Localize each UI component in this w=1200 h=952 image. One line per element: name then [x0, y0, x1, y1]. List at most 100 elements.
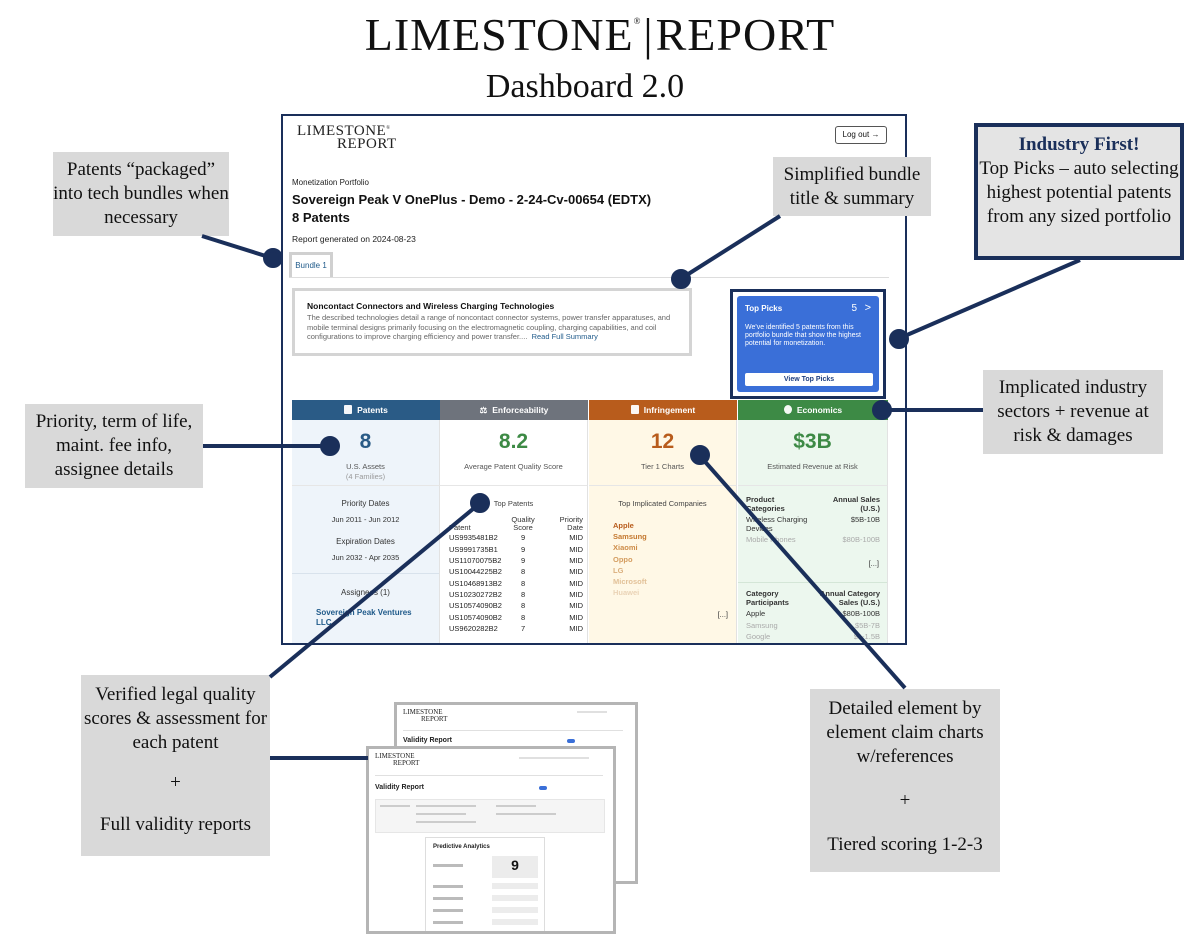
infringement-header-label: Infringement: [643, 405, 696, 415]
app-logo-line2: REPORT: [337, 136, 397, 152]
economics-header-label: Economics: [796, 405, 843, 415]
pa-pill-1: [492, 883, 538, 889]
top-patents-panel: Top Patents Patent Quality Score Priorit…: [440, 485, 588, 643]
participant-row: Apple $80B-100B: [746, 609, 880, 619]
summary-body: The described technologies detail a rang…: [307, 313, 671, 341]
row-label: Apple: [746, 609, 766, 618]
economics-stat: $3B Estimated Revenue at Risk: [738, 420, 888, 485]
bundle-summary: Noncontact Connectors and Wireless Charg…: [292, 288, 692, 356]
economics-header[interactable]: Economics: [738, 400, 888, 420]
product-category-row: Mobile Phones$80B-100B: [746, 535, 880, 545]
company-item[interactable]: Huawei: [613, 588, 640, 598]
products-more[interactable]: [...]: [868, 559, 879, 568]
vr-front-logo-line1: LIMESTONE: [375, 752, 415, 760]
priority-date-cell: MID: [569, 578, 583, 588]
tab-bundle-1[interactable]: Bundle 1: [289, 252, 333, 277]
vr-front-logo-line2: REPORT: [393, 759, 420, 767]
vr-back-toggle[interactable]: [567, 739, 575, 743]
enforceability-column: ⚖Enforceability 8.2 Average Patent Quali…: [440, 400, 588, 643]
pa-label-4: [433, 909, 463, 912]
enforceability-stat-label: Average Patent Quality Score: [464, 462, 563, 471]
patents-header[interactable]: Patents: [292, 400, 440, 420]
company-item[interactable]: Xiaomi: [613, 543, 638, 553]
summary-text: The described technologies detail a rang…: [307, 313, 677, 342]
brand-left: LIMESTONE: [364, 9, 634, 60]
row-value: $80B-100B: [842, 609, 880, 618]
callout-industry-first: Industry First! Top Picks – auto selecti…: [974, 123, 1184, 260]
priority-date-cell: MID: [569, 533, 583, 543]
col-header-priority: Priority Date: [559, 515, 583, 532]
dashboard-title: Dashboard 2.0: [485, 68, 685, 105]
enforceability-header[interactable]: ⚖ Enforceability: [440, 400, 588, 420]
app-logo-line1: LIMESTONE: [297, 123, 387, 139]
read-full-summary-link[interactable]: Read Full Summary: [531, 332, 598, 341]
callout-priority: Priority, term of life, maint. fee info,…: [25, 404, 203, 488]
top-picks-card[interactable]: Top Picks 5 > We've identified 5 patents…: [737, 296, 879, 392]
patents-stat-label: U.S. Assets: [346, 462, 385, 471]
view-top-picks-button[interactable]: View Top Picks: [745, 373, 873, 386]
participants-heading: Category Participants: [746, 589, 789, 607]
quality-score-cell: 9: [520, 544, 526, 554]
col-header-quality: Quality Score: [511, 515, 535, 532]
dollar-icon: [783, 405, 792, 414]
category-sales-heading: Annual Category Sales (U.S.): [819, 589, 880, 607]
app-logo[interactable]: LIMESTONE® REPORT: [297, 122, 397, 152]
assignee-link[interactable]: Sovereign Peak Ventures LLC: [316, 608, 412, 627]
callout-simplified: Simplified bundle title & summary: [773, 157, 931, 216]
industry-first-body: Top Picks – auto selecting highest poten…: [979, 158, 1179, 227]
vr-meta-line-1: [380, 805, 410, 807]
company-item[interactable]: LG: [613, 565, 624, 575]
verified-full-reports: Full validity reports: [100, 814, 251, 835]
vr-front-title: Validity Report: [375, 784, 425, 791]
company-item[interactable]: Microsoft: [613, 577, 647, 587]
patent-number: US9991735B1: [449, 544, 498, 554]
priority-dates-value: Jun 2011 - Jun 2012: [331, 515, 400, 524]
product-categories-heading: Product Categories: [746, 495, 785, 513]
company-item[interactable]: Oppo: [613, 554, 633, 564]
product-category-row: Wireless Charging Devices$5B-10B: [746, 515, 880, 533]
portfolio-label: Monetization Portfolio: [292, 178, 369, 187]
vr-front-metadata: [375, 799, 605, 833]
companies-more[interactable]: [...]: [717, 610, 728, 619]
infringement-header[interactable]: Infringement: [589, 400, 737, 420]
row-label: Samsung: [746, 620, 778, 630]
infringement-stat-value: 12: [650, 430, 675, 453]
company-item[interactable]: Apple: [613, 521, 634, 530]
pa-pill-3: [492, 907, 538, 913]
logout-button[interactable]: Log out →: [835, 126, 887, 144]
scale-icon: ⚖: [479, 405, 488, 415]
predictive-analytics-panel: Predictive Analytics 9: [425, 837, 545, 931]
vr-back-title: Validity Report: [403, 737, 453, 744]
enforceability-header-label: Enforceability: [492, 405, 549, 415]
quality-score-cell: 7: [520, 624, 526, 634]
row-label: Wireless Charging Devices: [746, 515, 808, 533]
patent-number: US9620282B2: [449, 624, 498, 634]
summary-title: Noncontact Connectors and Wireless Charg…: [307, 301, 555, 311]
brand-right: REPORT: [655, 9, 836, 60]
vr-front-toggle[interactable]: [539, 786, 547, 790]
document-icon: [344, 405, 353, 414]
participant-row: Google$1-1.5B: [746, 632, 880, 642]
priority-date-cell: MID: [569, 601, 583, 611]
row-value: $80B-100B: [842, 535, 880, 544]
assignee-divider: [292, 573, 439, 574]
company-item[interactable]: Samsung: [613, 532, 647, 542]
infringement-column: Infringement 12 Tier 1 Charts Top Implic…: [589, 400, 737, 643]
vr-back-breadcrumb-line: [403, 730, 623, 731]
vr-back-logo-line1: LIMESTONE: [403, 708, 443, 716]
vr-back-user-line: [577, 711, 607, 713]
chevron-right-icon[interactable]: >: [864, 302, 871, 314]
vr-front-user-line: [519, 757, 589, 759]
